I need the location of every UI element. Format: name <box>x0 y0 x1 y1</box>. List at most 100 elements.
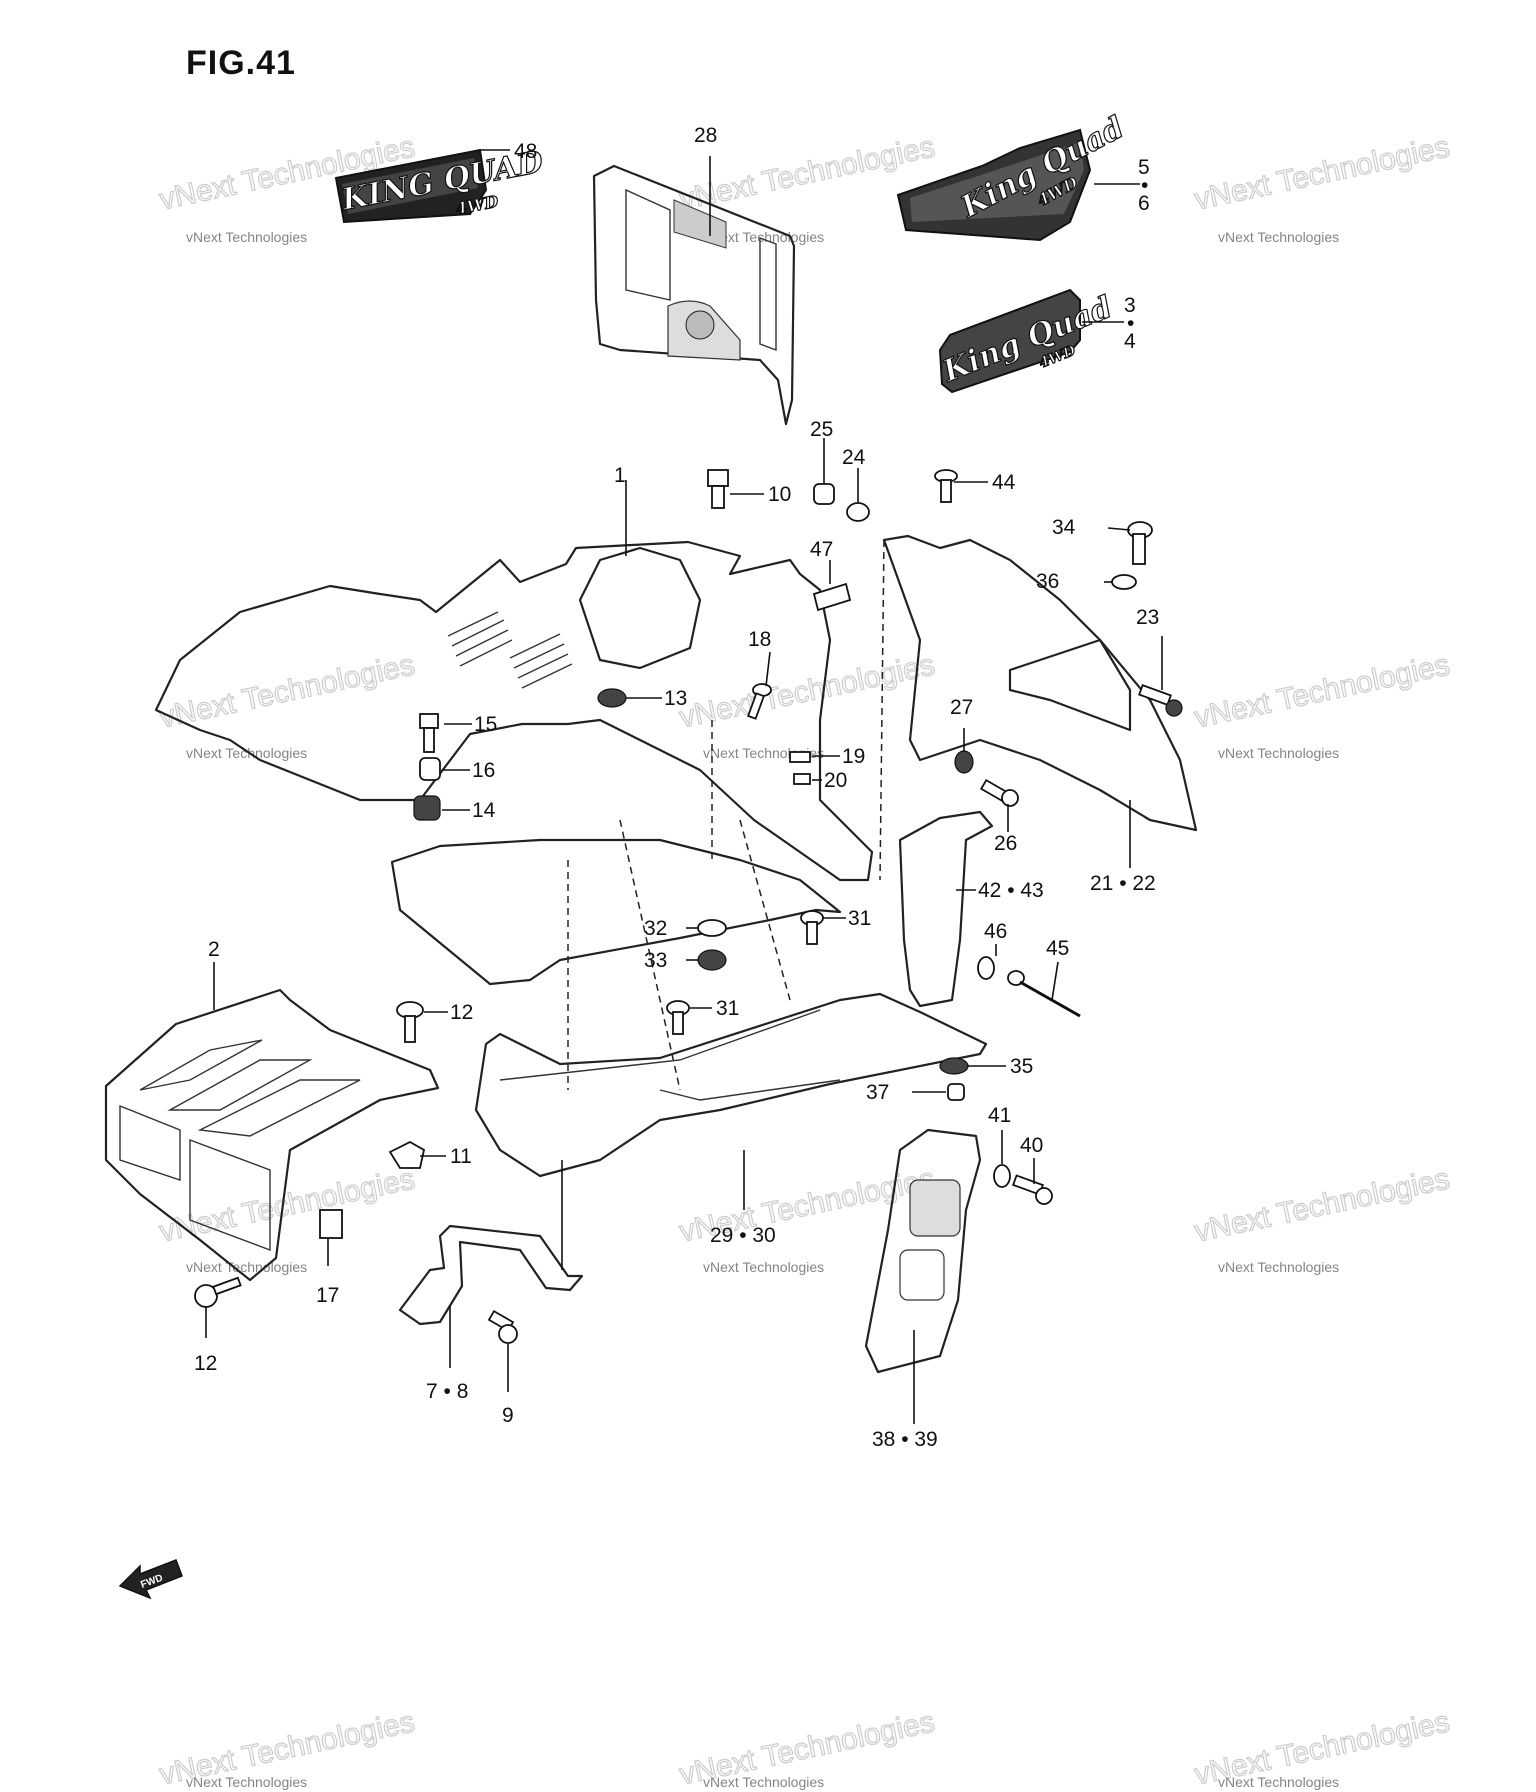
watermark-text-6: vNext Technologies <box>1218 745 1339 761</box>
washer-36 <box>1111 574 1137 590</box>
part-2-side-panel <box>104 988 440 1282</box>
decal-3-4: King Quad 4WD <box>936 288 1118 394</box>
watermark-5: vNext Technologies <box>677 648 938 734</box>
leader-lines <box>205 149 1163 1424</box>
callout-41: 41 <box>988 1104 1011 1127</box>
nut-37 <box>947 1083 965 1101</box>
callout-44: 44 <box>992 471 1016 494</box>
watermark-text-2: vNext Technologies <box>703 229 824 245</box>
watermark-4: vNext Technologies <box>157 648 418 734</box>
callout-35: 35 <box>1010 1055 1033 1078</box>
watermark-text-11: vNext Technologies <box>703 1774 824 1790</box>
callout-29-30: 29 • 30 <box>710 1224 776 1247</box>
fwd-arrow-icon: FWD <box>118 1559 183 1600</box>
callout-6: 6 <box>1138 192 1150 215</box>
callout-17: 17 <box>316 1284 339 1307</box>
callout-15: 15 <box>474 713 497 736</box>
bolt-26 <box>980 778 1019 807</box>
callout-13: 13 <box>664 687 687 710</box>
callout-1: 1 <box>614 464 626 487</box>
callout-27: 27 <box>950 696 973 719</box>
watermark-text-1: vNext Technologies <box>186 229 307 245</box>
callout-12a: 12 <box>450 1001 473 1024</box>
watermark-text-10: vNext Technologies <box>186 1774 307 1790</box>
watermark-text-3: vNext Technologies <box>1218 229 1339 245</box>
washer-32 <box>697 919 727 937</box>
screw-12b <box>194 1276 242 1308</box>
callout-3-dot: • <box>1127 312 1134 335</box>
watermark-text-4: vNext Technologies <box>186 745 307 761</box>
clip-19 <box>789 751 811 763</box>
callout-42-43: 42 • 43 <box>978 879 1044 902</box>
callout-7-8: 7 • 8 <box>426 1380 468 1403</box>
grommet-27 <box>954 750 974 774</box>
nut-20 <box>793 773 811 785</box>
callout-24: 24 <box>842 446 866 469</box>
callout-31a: 31 <box>848 907 871 930</box>
callout-3: 3 <box>1124 294 1136 317</box>
nut-33 <box>697 949 727 971</box>
callout-28: 28 <box>694 124 717 147</box>
screw-44 <box>934 469 958 503</box>
callout-23: 23 <box>1136 606 1159 629</box>
bolt-9 <box>487 1309 518 1344</box>
callout-16: 16 <box>472 759 495 782</box>
screw-31b <box>666 1000 690 1035</box>
part-28-panel <box>592 164 796 426</box>
callout-37: 37 <box>866 1081 889 1104</box>
figure-title: FIG.41 <box>186 44 296 82</box>
callout-33: 33 <box>644 949 667 972</box>
callout-46: 46 <box>984 920 1007 943</box>
screw-18 <box>746 683 772 720</box>
callout-48: 48 <box>514 140 537 163</box>
callout-36: 36 <box>1036 570 1059 593</box>
grommet-35 <box>939 1057 969 1075</box>
callout-9: 9 <box>502 1404 514 1427</box>
washer-46 <box>977 956 995 980</box>
clip-11 <box>388 1140 426 1169</box>
callout-47: 47 <box>810 538 833 561</box>
callout-14: 14 <box>472 799 496 822</box>
watermarks: vNext Technologies vNext Technologies vN… <box>156 130 1453 1792</box>
part-21-22-side-fender <box>879 534 1198 881</box>
callout-45: 45 <box>1046 937 1069 960</box>
screw-31a <box>800 910 824 945</box>
part-1-front-fender <box>154 540 874 1091</box>
callout-2: 2 <box>208 938 220 961</box>
callout-5-dot: • <box>1141 174 1148 197</box>
part-7-8-bracket <box>398 1224 584 1326</box>
callout-5: 5 <box>1138 156 1150 179</box>
callout-26: 26 <box>994 832 1017 855</box>
nut-25 <box>813 483 835 505</box>
watermark-text-12: vNext Technologies <box>1218 1774 1339 1790</box>
callout-20: 20 <box>824 769 847 792</box>
watermark-text-7: vNext Technologies <box>186 1259 307 1275</box>
callout-18: 18 <box>748 628 771 651</box>
callout-labels: 48 28 5 • 6 3 • 4 25 24 1 10 44 34 47 36… <box>194 124 1159 1451</box>
callout-31b: 31 <box>716 997 739 1020</box>
watermark-text-9: vNext Technologies <box>1218 1259 1339 1275</box>
cushion-14 <box>413 795 441 821</box>
collar-16 <box>419 757 441 781</box>
callout-21-22: 21 • 22 <box>1090 872 1156 895</box>
watermark-9: vNext Technologies <box>1192 1162 1453 1248</box>
part-38-39-lamp-guard <box>864 1128 982 1374</box>
screw-12a <box>396 1001 424 1043</box>
callout-12b: 12 <box>194 1352 217 1375</box>
watermark-3: vNext Technologies <box>1192 130 1453 216</box>
callout-32: 32 <box>644 917 667 940</box>
callout-19: 19 <box>842 745 865 768</box>
hardware <box>194 469 1183 1344</box>
bolt-10 <box>707 469 729 509</box>
part-42-43-mudguard <box>898 810 994 1008</box>
bolt-23 <box>1138 684 1183 717</box>
grommet-13 <box>597 688 627 708</box>
bolt-15 <box>419 713 439 753</box>
watermark-6: vNext Technologies <box>1192 648 1453 734</box>
clip-17 <box>319 1209 343 1239</box>
rivet-45 <box>1007 970 1081 1018</box>
washer-24 <box>846 502 870 522</box>
pad-47 <box>812 582 852 612</box>
part-29-30-footrest <box>474 992 988 1178</box>
